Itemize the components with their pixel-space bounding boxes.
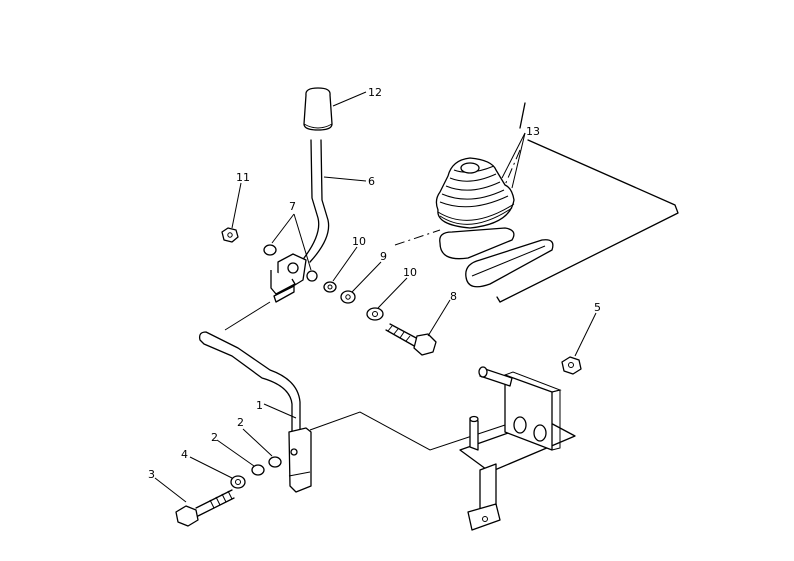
bushings-2 xyxy=(251,456,282,476)
callout-8: 8 xyxy=(450,290,457,303)
nut-5 xyxy=(561,356,582,375)
shift-boot xyxy=(435,157,515,229)
callout-13: 13 xyxy=(526,125,540,138)
callout-1: 1 xyxy=(256,399,263,412)
bolt-3 xyxy=(175,489,235,527)
bolt-8 xyxy=(385,323,437,356)
bushings-7 xyxy=(263,244,318,282)
callout-2-upper: 2 xyxy=(237,416,244,429)
washer-4 xyxy=(230,475,246,489)
callout-5: 5 xyxy=(594,301,601,314)
nut-11 xyxy=(221,227,239,243)
callout-9: 9 xyxy=(380,250,387,263)
callout-10-upper: 10 xyxy=(352,235,366,248)
shift-lever xyxy=(303,87,333,263)
callout-3: 3 xyxy=(148,468,155,481)
floor-plate xyxy=(394,102,679,303)
callout-2-lower: 2 xyxy=(211,431,218,444)
callout-7: 7 xyxy=(289,200,296,213)
callout-12: 12 xyxy=(368,86,382,99)
callout-10-lower: 10 xyxy=(403,266,417,279)
callout-6: 6 xyxy=(368,175,375,188)
callout-11: 11 xyxy=(236,171,250,184)
callout-labels: 12 6 7 11 10 9 10 8 13 5 1 2 2 4 3 xyxy=(148,86,601,481)
leader-lines xyxy=(154,91,597,503)
lever-bracket xyxy=(270,253,307,303)
gear-rod xyxy=(198,331,312,493)
washers xyxy=(323,281,384,321)
mounting-bracket xyxy=(459,366,576,531)
floor-slots xyxy=(439,227,554,288)
callout-4: 4 xyxy=(181,448,188,461)
